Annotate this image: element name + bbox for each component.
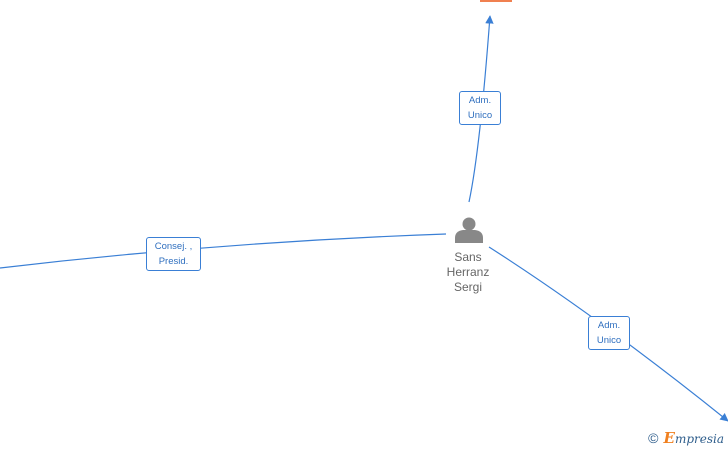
empresia-logo-rest: mpresia [674, 432, 724, 446]
relation-label-line: Presid. [158, 256, 189, 267]
empresia-watermark: © Empresia [648, 429, 724, 447]
relation-label-line: Adm. [597, 320, 621, 331]
edge-to-left [0, 233, 447, 269]
person-icon[interactable] [455, 217, 483, 244]
person-name-line: Herranz [446, 265, 490, 279]
relation-label-line: Unico [467, 110, 493, 121]
edge-to-top [468, 15, 494, 203]
person-name-line: Sergi [453, 280, 482, 294]
person-name-line: Sans [454, 250, 482, 264]
relation-label-line: Unico [596, 335, 622, 346]
relation-label-line: Consej. , [154, 241, 193, 252]
relation-label-bottom-right[interactable]: Adm. Unico [588, 316, 630, 350]
empresia-logo-initial: E [663, 429, 675, 447]
relation-label-line: Adm. [468, 95, 492, 106]
person-name[interactable]: Sans Herranz Sergi [437, 250, 499, 295]
copyright-icon: © [648, 430, 659, 446]
relation-label-left[interactable]: Consej. , Presid. [146, 237, 201, 271]
company-node-top[interactable] [480, 0, 512, 2]
relation-label-top[interactable]: Adm. Unico [459, 91, 501, 125]
empresia-logo: Empresia [664, 429, 725, 447]
